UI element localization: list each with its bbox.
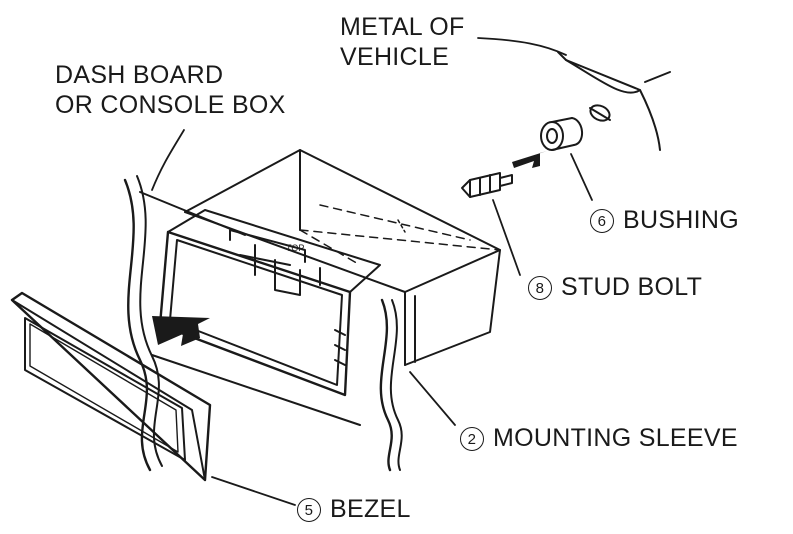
label-bushing: 6 BUSHING bbox=[590, 205, 739, 235]
label-metal-of-vehicle: METAL OF VEHICLE bbox=[340, 12, 465, 72]
bezel-number-badge: 5 bbox=[297, 498, 321, 522]
stud-bolt-text: STUD BOLT bbox=[561, 273, 703, 301]
bezel-text: BEZEL bbox=[330, 495, 411, 523]
stud-bolt-part bbox=[461, 172, 513, 198]
bushing-number-badge: 6 bbox=[590, 209, 614, 233]
leader-lines bbox=[151, 37, 593, 506]
stud-bolt-number-badge: 8 bbox=[528, 276, 552, 300]
bolt-arrow bbox=[512, 151, 547, 168]
insert-arrow bbox=[152, 316, 210, 346]
label-metal-line1: METAL OF bbox=[340, 13, 465, 41]
label-stud-bolt: 8 STUD BOLT bbox=[528, 272, 702, 302]
bushing-part bbox=[540, 117, 583, 151]
radio-unit bbox=[158, 209, 381, 397]
bezel-frame bbox=[10, 291, 212, 482]
mounting-sleeve-number-badge: 2 bbox=[460, 427, 484, 451]
label-mounting-sleeve: 2 MOUNTING SLEEVE bbox=[460, 423, 738, 453]
unit-top-marking: TOP bbox=[286, 243, 304, 253]
vehicle-metal bbox=[557, 51, 671, 151]
bushing-text: BUSHING bbox=[623, 206, 740, 234]
label-dash-board: DASH BOARD OR CONSOLE BOX bbox=[55, 60, 286, 120]
label-bezel: 5 BEZEL bbox=[297, 494, 411, 524]
label-dash-line2: OR CONSOLE BOX bbox=[55, 91, 286, 119]
label-dash-line1: DASH BOARD bbox=[55, 61, 224, 89]
mounting-sleeve-text: MOUNTING SLEEVE bbox=[493, 424, 738, 452]
arrows bbox=[152, 151, 547, 346]
label-metal-line2: VEHICLE bbox=[340, 43, 450, 71]
mounting-sleeve bbox=[184, 149, 501, 366]
